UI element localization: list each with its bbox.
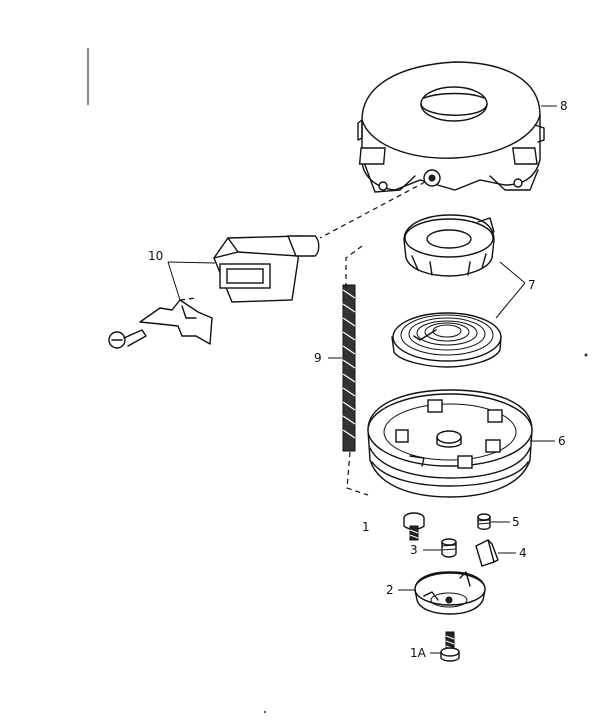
callout-8: 8 (560, 99, 568, 113)
leader-7a (499, 261, 526, 284)
part-9-rope (342, 284, 356, 452)
rope-path-handle (179, 297, 197, 301)
part-1a-center-screw (440, 631, 460, 662)
callout-5: 5 (512, 515, 520, 529)
part-10-handle (213, 235, 320, 303)
part-1-screw (403, 512, 425, 541)
callout-1: 1 (362, 520, 370, 534)
part-7-spring-cup (403, 214, 495, 277)
part-4-pawl (475, 538, 499, 567)
rope-path-lower (346, 451, 369, 496)
rope-path-mid (345, 245, 363, 288)
leader-10b (167, 261, 181, 301)
callout-10: 10 (148, 249, 163, 263)
leader-7b (495, 282, 526, 319)
part-6-pulley (367, 389, 533, 498)
part-5-spring (477, 513, 491, 530)
callout-2: 2 (386, 583, 394, 597)
part-7-recoil-spring (391, 312, 502, 368)
callout-3: 3 (410, 543, 418, 557)
callout-6: 6 (558, 434, 566, 448)
scan-speck (584, 353, 588, 357)
part-10-clip-and-screw (108, 299, 213, 349)
callout-1a: 1A (410, 646, 427, 660)
callout-9: 9 (314, 351, 322, 365)
scan-speck (264, 711, 266, 713)
leader-10a (167, 261, 216, 264)
part-2-retainer (414, 571, 486, 615)
rope-path-upper (319, 181, 426, 239)
callout-4: 4 (519, 546, 527, 560)
callout-7: 7 (528, 278, 536, 292)
part-3-spring (441, 538, 457, 558)
part-8-starter-housing (357, 61, 545, 193)
